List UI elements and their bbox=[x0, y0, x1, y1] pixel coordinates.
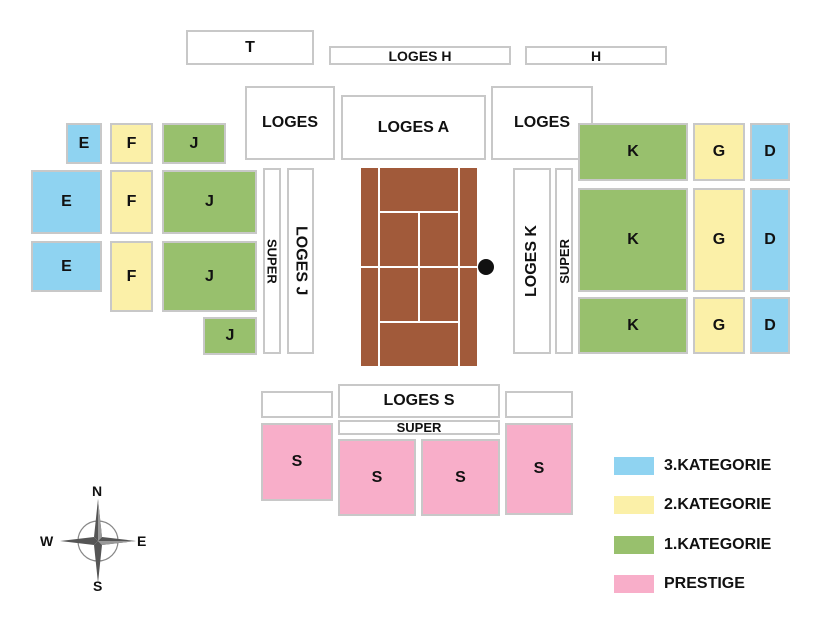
court-lines bbox=[361, 168, 477, 366]
section-d-1[interactable]: D bbox=[750, 123, 790, 181]
section-south-west-blank[interactable] bbox=[261, 391, 333, 418]
section-s-4[interactable]: S bbox=[505, 423, 573, 515]
compass-rose: N S W E bbox=[40, 483, 160, 595]
section-f-3[interactable]: F bbox=[110, 241, 153, 312]
section-e-2[interactable]: E bbox=[31, 170, 102, 234]
section-loges-k[interactable]: LOGES K bbox=[513, 168, 551, 354]
section-s-3[interactable]: S bbox=[421, 439, 500, 516]
section-t[interactable]: T bbox=[186, 30, 314, 65]
section-e-1[interactable]: E bbox=[66, 123, 102, 164]
compass-west-label: W bbox=[40, 533, 54, 549]
section-j-3[interactable]: J bbox=[162, 241, 257, 312]
compass-east-label: E bbox=[137, 533, 147, 549]
compass-icon bbox=[60, 499, 136, 583]
section-s-1[interactable]: S bbox=[261, 423, 333, 501]
section-k-3[interactable]: K bbox=[578, 297, 688, 354]
section-loges-a[interactable]: LOGES A bbox=[341, 95, 486, 160]
section-loges-h[interactable]: LOGES H bbox=[329, 46, 511, 65]
legend-swatch bbox=[614, 536, 654, 554]
section-super-south[interactable]: SUPER bbox=[338, 420, 500, 435]
section-g-1[interactable]: G bbox=[693, 123, 745, 181]
legend-item-category1: 1.KATEGORIE bbox=[614, 536, 771, 554]
section-d-2[interactable]: D bbox=[750, 188, 790, 292]
section-f-2[interactable]: F bbox=[110, 170, 153, 234]
section-super-west[interactable]: SUPER bbox=[263, 168, 281, 354]
ball-marker-icon bbox=[478, 259, 494, 275]
section-super-east[interactable]: SUPER bbox=[555, 168, 573, 354]
compass-south-label: S bbox=[93, 578, 103, 594]
section-south-east-blank[interactable] bbox=[505, 391, 573, 418]
section-j-4[interactable]: J bbox=[203, 317, 257, 355]
section-k-1[interactable]: K bbox=[578, 123, 688, 181]
legend-swatch bbox=[614, 496, 654, 514]
section-g-2[interactable]: G bbox=[693, 188, 745, 292]
legend-item-category2: 2.KATEGORIE bbox=[614, 496, 771, 514]
section-loges-west[interactable]: LOGES bbox=[245, 86, 335, 160]
legend-swatch bbox=[614, 457, 654, 475]
section-g-3[interactable]: G bbox=[693, 297, 745, 354]
section-d-3[interactable]: D bbox=[750, 297, 790, 354]
compass-north-label: N bbox=[92, 483, 103, 499]
tennis-court bbox=[361, 168, 477, 366]
section-k-2[interactable]: K bbox=[578, 188, 688, 292]
section-loges-east[interactable]: LOGES bbox=[491, 86, 593, 160]
legend-item-category3: 3.KATEGORIE bbox=[614, 457, 771, 475]
section-f-1[interactable]: F bbox=[110, 123, 153, 164]
section-j-1[interactable]: J bbox=[162, 123, 226, 164]
section-loges-s[interactable]: LOGES S bbox=[338, 384, 500, 418]
legend-item-prestige: PRESTIGE bbox=[614, 575, 745, 593]
legend-swatch bbox=[614, 575, 654, 593]
section-s-2[interactable]: S bbox=[338, 439, 416, 516]
section-loges-j[interactable]: LOGES J bbox=[287, 168, 314, 354]
section-j-2[interactable]: J bbox=[162, 170, 257, 234]
section-h[interactable]: H bbox=[525, 46, 667, 65]
section-e-3[interactable]: E bbox=[31, 241, 102, 292]
